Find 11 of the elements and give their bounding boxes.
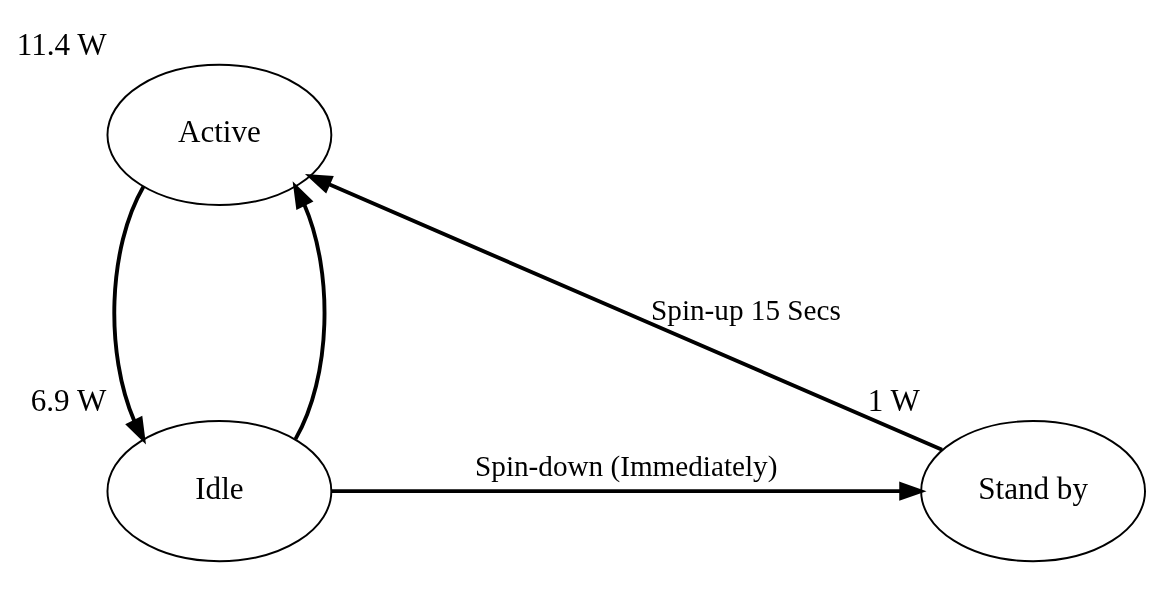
node-label: 6.9 W [30, 382, 107, 418]
node-ellipse: Idle [106, 419, 333, 562]
arrow [304, 173, 943, 452]
edge-label: Spin-down (Immediately) [475, 449, 778, 482]
edge-label: Spin-up 15 Secs [651, 293, 841, 326]
arrow [112, 185, 146, 444]
arrow [331, 481, 927, 501]
node-ellipse: Stand by [920, 419, 1146, 562]
node-label: 11.4 W [16, 26, 107, 62]
node-label: 1 W [867, 382, 920, 418]
arrow [292, 180, 327, 440]
